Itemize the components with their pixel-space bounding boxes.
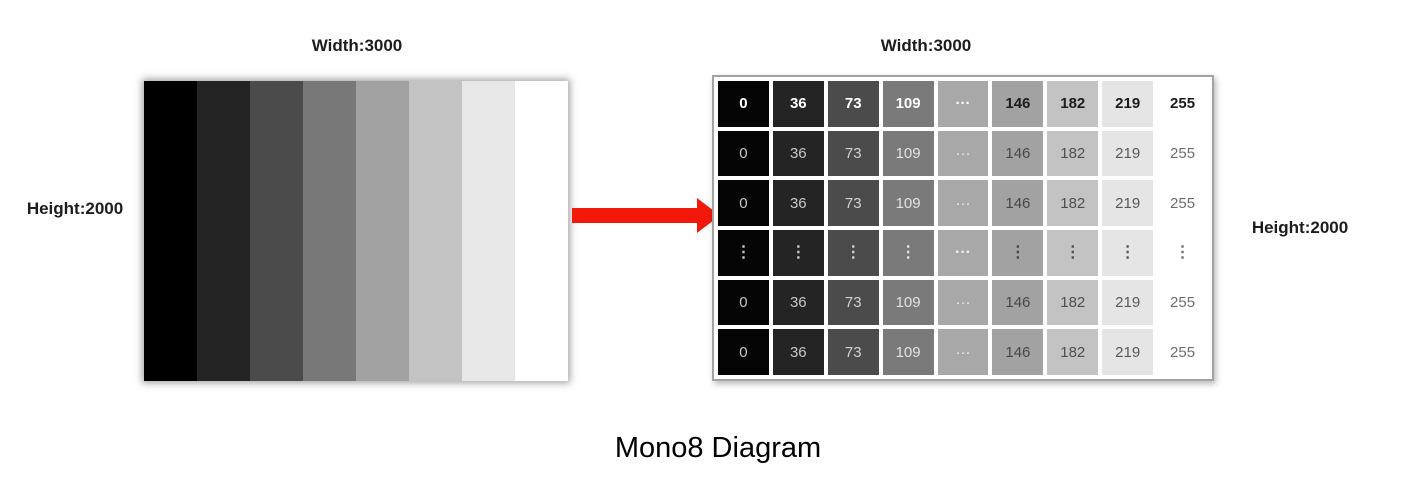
pixel-cell: 0 <box>718 81 769 127</box>
pixel-cell: 182 <box>1047 180 1099 226</box>
pixel-cell: 73 <box>827 279 879 326</box>
pixel-cell: 255 <box>1157 180 1208 226</box>
pixel-cell: 73 <box>827 180 879 226</box>
pixel-cell: 73 <box>827 130 879 177</box>
pixel-cell: ⋮ <box>992 230 1044 276</box>
pixel-cell: 255 <box>1157 329 1208 375</box>
pixel-cell: 146 <box>992 81 1044 127</box>
transform-arrow <box>572 197 721 234</box>
pixel-cell: ⋮ <box>718 230 769 276</box>
pixel-cell: 109 <box>882 81 934 127</box>
pixel-cell: 109 <box>882 329 934 375</box>
pixel-cell: 146 <box>992 279 1044 326</box>
pixel-cell: 109 <box>882 279 934 326</box>
grayscale-gradient-image <box>144 81 568 381</box>
diagram-title: Mono8 Diagram <box>614 432 822 464</box>
pixel-cell: 36 <box>772 81 824 127</box>
pixel-cell: 219 <box>1102 180 1154 226</box>
pixel-cell: 255 <box>1157 279 1208 326</box>
pixel-cell: ⋮ <box>882 230 934 276</box>
right-arrow-icon <box>572 198 720 233</box>
pixel-cell: ⋮ <box>772 230 824 276</box>
pixel-cell: 182 <box>1047 130 1099 177</box>
gradient-bar <box>409 81 462 381</box>
pixel-cell: ··· <box>937 180 989 226</box>
pixel-cell: 36 <box>772 279 824 326</box>
table-height-label: Height:2000 <box>1251 218 1349 237</box>
pixel-cell: 109 <box>882 130 934 177</box>
table-width-label: Width:3000 <box>880 36 972 55</box>
pixel-cell: 0 <box>718 329 769 375</box>
pixel-cell: ⋮ <box>1047 230 1099 276</box>
pixel-cell: 182 <box>1047 81 1099 127</box>
pixel-cell: 219 <box>1102 130 1154 177</box>
gradient-bar <box>356 81 409 381</box>
pixel-cell: ··· <box>937 130 989 177</box>
pixel-cell: 36 <box>772 180 824 226</box>
gradient-bar <box>144 81 197 381</box>
gradient-bar <box>462 81 515 381</box>
pixel-cell: ⋮ <box>827 230 879 276</box>
pixel-cell: 0 <box>718 180 769 226</box>
left-image-width-label: Width:3000 <box>311 36 403 55</box>
pixel-cell: 255 <box>1157 130 1208 177</box>
gradient-bar <box>515 81 568 381</box>
gradient-bar <box>197 81 250 381</box>
pixel-cell: ··· <box>937 279 989 326</box>
pixel-cell: 146 <box>992 180 1044 226</box>
pixel-cell: 182 <box>1047 329 1099 375</box>
pixel-cell: 73 <box>827 81 879 127</box>
pixel-cell: 255 <box>1157 81 1208 127</box>
pixel-cell: 219 <box>1102 329 1154 375</box>
pixel-cell: 0 <box>718 130 769 177</box>
pixel-cell: 36 <box>772 329 824 375</box>
pixel-cell: 146 <box>992 130 1044 177</box>
pixel-cell: ··· <box>937 230 989 276</box>
pixel-cell: 36 <box>772 130 824 177</box>
pixel-cell: ⋮ <box>1102 230 1154 276</box>
pixel-cell: 219 <box>1102 81 1154 127</box>
pixel-cell: ··· <box>937 329 989 375</box>
pixel-cell: 109 <box>882 180 934 226</box>
pixel-cell: 0 <box>718 279 769 326</box>
pixel-cell: 73 <box>827 329 879 375</box>
gradient-bar <box>303 81 356 381</box>
gradient-bar <box>250 81 303 381</box>
pixel-cell: ⋮ <box>1157 230 1208 276</box>
pixel-cell: 182 <box>1047 279 1099 326</box>
right-arrow-shape <box>572 198 720 233</box>
pixel-cell: 146 <box>992 329 1044 375</box>
left-image-height-label: Height:2000 <box>26 199 124 218</box>
pixel-cell: ··· <box>937 81 989 127</box>
pixel-cell: 219 <box>1102 279 1154 326</box>
